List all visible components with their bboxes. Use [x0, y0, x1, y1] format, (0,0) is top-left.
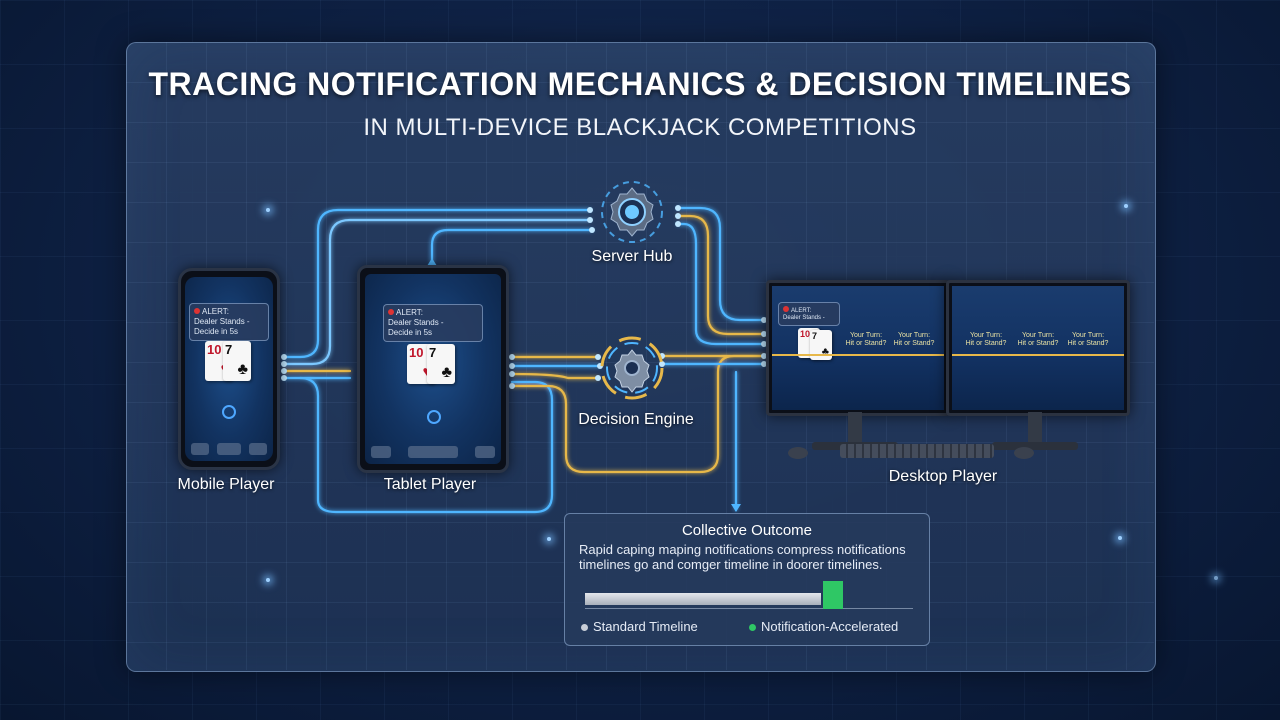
turn-prompt-1: Your Turn:Hit or Stand? — [845, 332, 887, 347]
alert-icon — [783, 306, 789, 312]
timeline-line — [952, 354, 1124, 356]
decision-engine-label: Decision Engine — [578, 411, 694, 428]
legend-accelerated-label: Notification-Accelerated — [761, 619, 899, 634]
alert-title: ALERT: — [396, 308, 423, 317]
chip-icon[interactable] — [427, 410, 441, 424]
sparkle — [1214, 576, 1218, 580]
turn-prompt-3: Your Turn:Hit or Stand? — [965, 332, 1007, 347]
alert-icon — [388, 309, 394, 315]
legend-standard: Standard Timeline — [581, 619, 698, 634]
alert-line2: Decide in 5s — [388, 328, 433, 337]
sparkle — [1118, 536, 1122, 540]
tablet-button-1[interactable] — [371, 446, 391, 458]
alert-line2: Decide in 5s — [194, 327, 239, 336]
mouse-left — [788, 447, 808, 459]
turn-prompt-2: Your Turn:Hit or Stand? — [893, 332, 935, 347]
mobile-screen: ALERT: Dealer Stands - Decide in 5s 10♥ … — [185, 277, 273, 461]
tablet-device: ALERT: Dealer Stands - Decide in 5s 10♥ … — [357, 265, 509, 473]
collective-outcome-box: Collective Outcome Rapid caping maping n… — [564, 513, 930, 646]
wire-mobile-hub — [282, 208, 592, 359]
outcome-title: Collective Outcome — [681, 522, 813, 539]
alert-title: ALERT: — [202, 307, 229, 316]
keyboard — [840, 444, 994, 458]
arrow-down-icon — [731, 504, 741, 512]
alert-icon — [194, 308, 200, 314]
outcome-description: Rapid caping maping notifications compre… — [579, 542, 919, 572]
accelerated-timeline-bar — [823, 581, 843, 609]
playing-card-2: 7♣ — [223, 341, 251, 381]
monitor-left-screen: ALERT: Dealer Stands - 10 7♣ Your Turn:H… — [772, 286, 944, 410]
monitor-right-base — [992, 442, 1078, 450]
desktop-monitor-right: Your Turn:Hit or Stand? Your Turn:Hit or… — [946, 280, 1130, 416]
wire-hub-desktop-3 — [676, 222, 766, 346]
legend-standard-label: Standard Timeline — [593, 619, 698, 634]
monitor-right-screen: Your Turn:Hit or Stand? Your Turn:Hit or… — [952, 286, 1124, 410]
server-hub-label: Server Hub — [591, 248, 673, 265]
legend-standard-dot — [581, 624, 588, 632]
mouse-right — [1014, 447, 1034, 459]
desktop-monitor-left: ALERT: Dealer Stands - 10 7♣ Your Turn:H… — [766, 280, 950, 416]
alert-line1: Dealer Stands - — [388, 318, 444, 327]
mobile-alert: ALERT: Dealer Stands - Decide in 5s — [189, 303, 269, 341]
page-subtitle: IN MULTI-DEVICE BLACKJACK COMPETITIONS — [363, 114, 917, 141]
legend-accelerated-dot — [749, 624, 756, 632]
tablet-alert: ALERT: Dealer Stands - Decide in 5s — [383, 304, 483, 342]
server-hub-icon — [601, 181, 663, 243]
sparkle — [266, 208, 270, 212]
sparkle — [266, 578, 270, 582]
outcome-line2: timelines go and comger timeline in door… — [579, 557, 883, 572]
sparkle — [1124, 204, 1128, 208]
mobile-button-3[interactable] — [249, 443, 267, 455]
tablet-action-buttons — [371, 446, 495, 460]
wire-tablet-hub — [430, 228, 594, 264]
tablet-button-2[interactable] — [408, 446, 458, 458]
outcome-line1: Rapid caping maping notifications compre… — [579, 542, 906, 557]
tablet-button-3[interactable] — [475, 446, 495, 458]
monitor-left-stand — [848, 412, 862, 444]
sparkle — [547, 537, 551, 541]
mobile-player-label: Mobile Player — [177, 476, 275, 493]
wire-mobile-hub-2 — [282, 218, 592, 366]
timeline-comparison-bar — [585, 578, 913, 609]
mobile-button-2[interactable] — [217, 443, 241, 455]
mobile-device: ALERT: Dealer Stands - Decide in 5s 10♥ … — [178, 268, 280, 470]
wire-hub-desktop-1 — [676, 206, 766, 322]
wire-tablet-engine-gold-2 — [510, 372, 600, 380]
arrow-up-icon — [427, 258, 437, 266]
desktop-player-label: Desktop Player — [888, 468, 998, 485]
wire-bottom-loop — [298, 376, 554, 514]
playing-card-2: 7♣ — [427, 344, 455, 384]
standard-timeline-bar — [585, 593, 821, 605]
mobile-button-1[interactable] — [191, 443, 209, 455]
turn-prompt-5: Your Turn:Hit or Stand? — [1067, 332, 1109, 347]
playing-card-2: 7♣ — [810, 330, 832, 360]
legend-accelerated: Notification-Accelerated — [749, 619, 898, 634]
timeline-line — [772, 354, 944, 356]
decision-engine-icon — [600, 336, 664, 400]
alert-line1: Dealer Stands - — [194, 317, 250, 326]
chip-icon[interactable] — [222, 405, 236, 419]
page-title: TRACING NOTIFICATION MECHANICS & DECISIO… — [148, 66, 1132, 102]
turn-prompt-4: Your Turn:Hit or Stand? — [1017, 332, 1059, 347]
monitor-right-stand — [1028, 412, 1042, 444]
tablet-screen: ALERT: Dealer Stands - Decide in 5s 10♥ … — [365, 274, 501, 464]
tablet-player-label: Tablet Player — [383, 476, 477, 493]
desktop-alert: ALERT: Dealer Stands - — [778, 302, 840, 326]
wire-hub-desktop-2 — [676, 214, 766, 336]
mobile-action-buttons — [191, 443, 267, 457]
